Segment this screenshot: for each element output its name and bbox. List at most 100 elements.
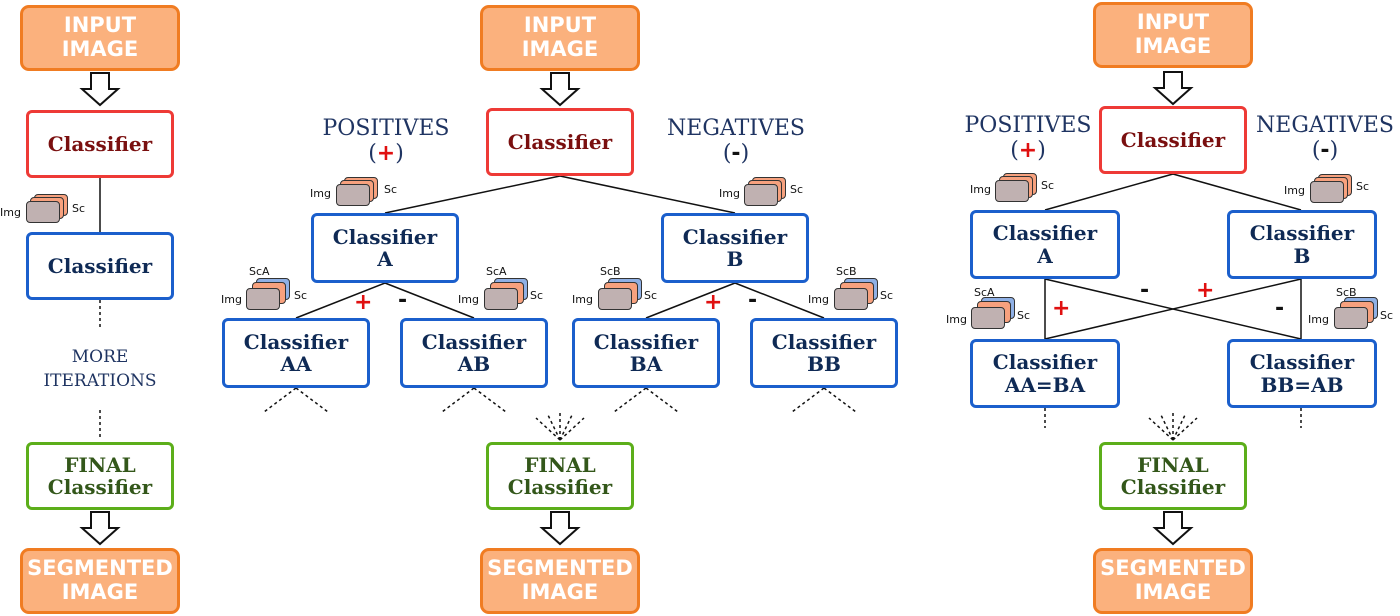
img-label: Img [458,293,479,306]
classifier-aa-ba-label: Classifier AA=BA [992,350,1098,397]
classifier-ab-box: Classifier AB [400,318,548,388]
positives-label: POSITIVES [322,116,450,141]
sc-label: Sc [530,289,544,302]
classifier-b-box: Classifier B [1227,210,1377,279]
negatives-heading: NEGATIVES (-) [660,116,812,167]
positives-heading: POSITIVES (+) [958,113,1098,164]
img-label: Img [808,293,829,306]
image-score-stack-icon [246,278,294,314]
classifier-bb-ab-label: Classifier BB=AB [1249,350,1355,397]
minus-sign: - [748,288,758,313]
classifier-ba-box: Classifier BA [572,318,720,388]
segmented-image-label: SEGMENTED IMAGE [27,556,173,604]
classifier-a-box: Classifier A [970,210,1120,279]
input-image-box: INPUT IMAGE [1093,2,1253,68]
classifier-ab-label: Classifier AB [421,329,527,376]
sc-label: Sc [1017,309,1031,322]
image-score-stack-icon [971,297,1019,333]
image-score-stack-icon [995,173,1041,205]
sca-label: ScA [249,265,270,278]
plus-sign: + [1052,296,1071,321]
positives-label: POSITIVES [964,113,1092,138]
minus-sign: - [731,141,741,167]
sc-label: Sc [1380,309,1394,322]
sc-label: Sc [294,289,308,302]
img-label: Img [310,187,331,200]
classifier-box: Classifier [26,232,174,300]
scb-label: ScB [600,265,621,278]
img-label: Img [0,206,21,219]
classifier-a-box: Classifier A [311,213,459,283]
paren-close: ) [1329,138,1339,164]
img-label: Img [970,183,991,196]
classifier-box: Classifier [1099,106,1247,174]
segmented-image-box: SEGMENTED IMAGE [1093,548,1253,614]
classifier-aa-label: Classifier AA [243,329,349,376]
final-classifier-box: FINAL Classifier [26,442,174,510]
sc-label: Sc [1356,180,1370,193]
segmented-image-box: SEGMENTED IMAGE [480,548,640,614]
down-arrow-icon [1152,511,1194,546]
sc-label: Sc [1041,179,1055,192]
plus-sign: + [376,141,396,167]
classifier-bb-label: Classifier BB [771,329,877,376]
down-arrow-icon [79,72,121,107]
sca-label: ScA [974,286,995,299]
paren-open: ( [722,141,732,167]
sc-label: Sc [644,289,658,302]
plus-sign: + [354,290,373,315]
more-iterations-label: MORE ITERATIONS [43,347,157,391]
paren-open: ( [368,141,377,167]
classifier-bb-ab-box: Classifier BB=AB [1227,339,1377,408]
paren-open: ( [1010,138,1019,164]
paren-close: ) [395,141,404,167]
segmented-image-box: SEGMENTED IMAGE [20,548,180,614]
classifier-bb-box: Classifier BB [750,318,898,388]
plus-sign: + [1196,278,1215,303]
minus-sign: - [1275,296,1285,321]
down-arrow-icon [79,511,121,546]
input-image-box: INPUT IMAGE [480,5,640,71]
classifier-label: Classifier [47,131,153,156]
minus-sign: - [1140,278,1150,303]
image-score-stack-icon [598,278,646,314]
classifier-label: Classifier [47,253,153,278]
scb-label: ScB [836,265,857,278]
input-image-box: INPUT IMAGE [20,5,180,71]
sc-label: Sc [790,183,804,196]
img-label: Img [1284,184,1305,197]
classifier-label: Classifier [1120,127,1226,152]
classifier-label: Classifier [507,129,613,154]
image-score-stack-icon [26,194,72,226]
img-label: Img [719,187,740,200]
classifier-b-label: Classifier B [682,224,788,271]
paren-open: ( [1311,138,1321,164]
classifier-b-label: Classifier B [1249,221,1355,268]
final-classifier-box: FINAL Classifier [1099,442,1247,510]
segmented-image-label: SEGMENTED IMAGE [487,556,633,604]
negatives-label: NEGATIVES [667,116,805,141]
sca-label: ScA [486,265,507,278]
minus-sign: - [398,288,408,313]
negatives-heading: NEGATIVES (-) [1250,113,1400,164]
image-score-stack-icon [744,177,790,209]
classifier-aa-box: Classifier AA [222,318,370,388]
paren-close: ) [1037,138,1046,164]
classifier-ba-label: Classifier BA [593,329,699,376]
classifier-aa-ba-box: Classifier AA=BA [970,339,1120,408]
positives-heading: POSITIVES (+) [316,116,456,167]
image-score-stack-icon [1334,297,1382,333]
final-classifier-label: FINAL Classifier [47,452,153,499]
final-classifier-label: FINAL Classifier [507,452,613,499]
image-score-stack-icon [834,278,882,314]
input-image-label: INPUT IMAGE [521,13,599,61]
img-label: Img [1308,313,1329,326]
img-label: Img [572,293,593,306]
final-classifier-label: FINAL Classifier [1120,452,1226,499]
sc-label: Sc [72,202,86,215]
classifier-a-label: Classifier A [992,221,1098,268]
input-image-label: INPUT IMAGE [1134,10,1212,58]
img-label: Img [221,293,242,306]
img-label: Img [946,313,967,326]
